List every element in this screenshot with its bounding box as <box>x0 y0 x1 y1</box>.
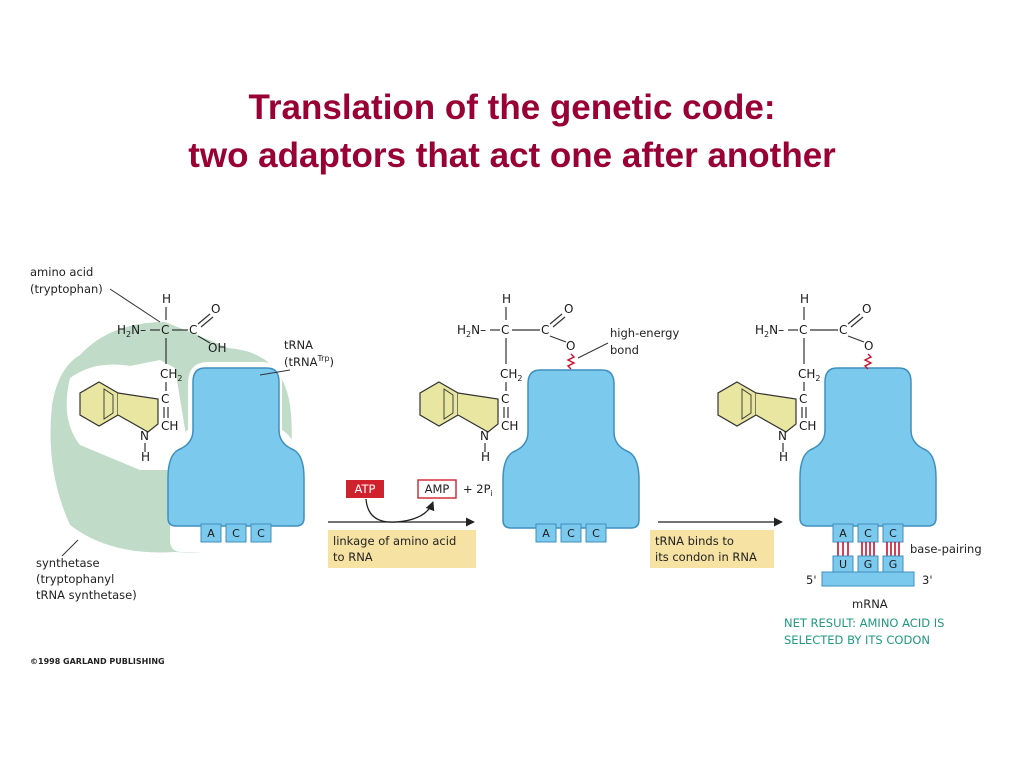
anticodon-2-base-2: C <box>567 527 575 540</box>
svg-text:C: C <box>501 323 509 337</box>
label-3-prime: 3' <box>922 573 932 587</box>
atom-ch-ring: CH <box>161 419 178 433</box>
codon-base-1: U <box>839 558 847 571</box>
tryptophan-3: H H2N– C C O O CH2 C CH N H <box>717 292 873 464</box>
title-line-2: two adaptors that act one after another <box>188 136 836 175</box>
atp-box <box>346 480 384 498</box>
mrna-strand: U G G <box>821 555 915 587</box>
note-box-step-2 <box>650 530 774 568</box>
atom-oh: OH <box>208 341 226 355</box>
label-mrna: mRNA <box>852 597 888 611</box>
codon-base-3: G <box>889 558 898 571</box>
reaction-step-1: ATP AMP + 2Pi linkage of amino acid to R… <box>328 479 493 568</box>
svg-text:C: C <box>839 323 847 337</box>
svg-text:O: O <box>564 302 573 316</box>
svg-text:CH2: CH2 <box>500 367 523 383</box>
trna-3 <box>799 367 937 527</box>
label-synthetase: synthetase <box>36 556 100 570</box>
high-energy-bond <box>566 353 576 370</box>
atom-h2n: H2N– <box>117 323 146 339</box>
label-trna: tRNA <box>284 338 313 352</box>
panel-codon-binding: A C C U G G 5' 3' mRNA base-pairing H H2… <box>717 292 982 647</box>
label-tryptophan: (tryptophan) <box>30 282 103 296</box>
note-step-2-line-2: its condon in RNA <box>655 550 757 564</box>
label-high-energy: high-energy <box>610 326 679 340</box>
title-line-1: Translation of the genetic code: <box>248 88 776 127</box>
anticodon-2-base-1: A <box>542 527 550 540</box>
label-base-pairing: base-pairing <box>910 542 982 556</box>
atom-c-carboxyl: C <box>189 323 197 337</box>
atom-c-ring: C <box>161 392 169 406</box>
pyrophosphate-label: + 2Pi <box>463 482 493 498</box>
atom-o: O <box>211 302 220 316</box>
svg-text:H2N–: H2N– <box>457 323 486 339</box>
note-step-1-line-1: linkage of amino acid <box>333 534 456 548</box>
svg-text:C: C <box>799 392 807 406</box>
panel-synthetase: A C C H H2N– C C O OH CH2 C CH <box>30 265 334 602</box>
label-5-prime: 5' <box>806 573 816 587</box>
reaction-step-2: tRNA binds to its condon in RNA <box>650 517 783 568</box>
panel-charged-trna: A C C H H2N– C C O O CH2 C CH <box>419 292 679 543</box>
anticodon-3: A C C <box>832 523 904 543</box>
svg-text:C: C <box>799 323 807 337</box>
label-bond: bond <box>610 343 639 357</box>
svg-text:O: O <box>862 302 871 316</box>
svg-text:H: H <box>779 450 788 464</box>
base-pairing-bonds <box>837 542 900 556</box>
high-energy-bond-3 <box>863 353 873 370</box>
svg-text:CH2: CH2 <box>798 367 821 383</box>
atom-ch2: CH2 <box>160 367 183 383</box>
label-amino-acid: amino acid <box>30 265 93 279</box>
svg-text:H: H <box>800 292 809 306</box>
amp-box <box>417 479 457 499</box>
tryptophan-1: H H2N– C C O OH CH2 C CH N H <box>79 292 226 464</box>
atom-h-top: H <box>162 292 171 306</box>
anticodon-3-base-3: C <box>889 527 897 540</box>
atom-n: N <box>140 429 149 443</box>
svg-text:H: H <box>502 292 511 306</box>
amp-label: AMP <box>425 482 450 496</box>
svg-text:CH: CH <box>501 419 518 433</box>
net-result-line-1: NET RESULT: AMINO ACID IS <box>784 616 944 630</box>
copyright: ©1998 GARLAND PUBLISHING <box>30 657 165 666</box>
note-step-2-line-1: tRNA binds to <box>655 534 734 548</box>
svg-text:H: H <box>481 450 490 464</box>
svg-text:CH: CH <box>799 419 816 433</box>
trna-2 <box>502 369 640 529</box>
svg-text:C: C <box>501 392 509 406</box>
svg-text:H2N–: H2N– <box>755 323 784 339</box>
label-trna-synthetase: tRNA synthetase) <box>36 588 137 602</box>
atp-label: ATP <box>355 482 376 496</box>
anticodon-3-base-2: C <box>864 527 872 540</box>
svg-text:C: C <box>541 323 549 337</box>
slide-title: Translation of the genetic code: two ada… <box>0 84 1024 180</box>
svg-text:O: O <box>566 339 575 353</box>
anticodon-1: A C C <box>200 523 272 543</box>
svg-text:O: O <box>864 339 873 353</box>
label-trna-trp: (tRNATrp) <box>284 354 334 369</box>
svg-text:N: N <box>778 429 787 443</box>
atom-h-n: H <box>141 450 150 464</box>
anticodon-1-base-1: A <box>207 527 215 540</box>
svg-text:N: N <box>480 429 489 443</box>
anticodon-1-base-2: C <box>232 527 240 540</box>
anticodon-2-base-3: C <box>592 527 600 540</box>
tryptophan-2: H H2N– C C O O CH2 C CH N H <box>419 292 575 464</box>
anticodon-2: A C C <box>535 523 607 543</box>
anticodon-1-base-3: C <box>257 527 265 540</box>
net-result-line-2: SELECTED BY ITS CODON <box>784 633 930 647</box>
atom-c-alpha: C <box>161 323 169 337</box>
note-step-1-line-2: to RNA <box>333 550 373 564</box>
note-box-step-1 <box>328 530 476 568</box>
anticodon-3-base-1: A <box>839 527 847 540</box>
codon-base-2: G <box>864 558 873 571</box>
label-tryptophanyl: (tryptophanyl <box>36 572 114 586</box>
